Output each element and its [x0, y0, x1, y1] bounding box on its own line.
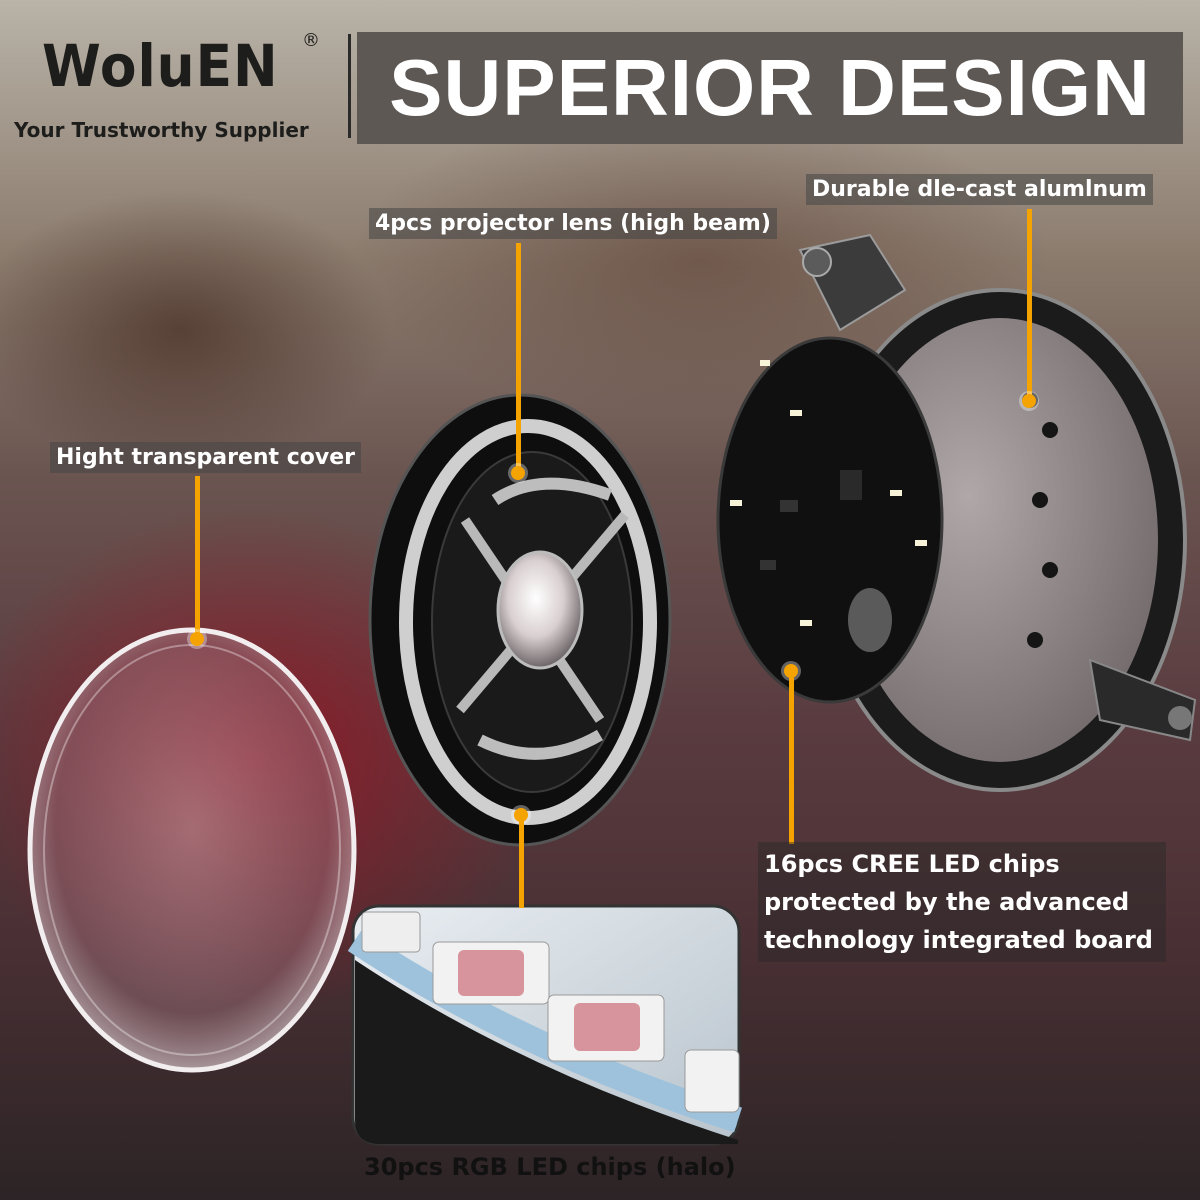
brand-name: WoluEN — [42, 32, 279, 100]
callout-rgb-label: 30pcs RGB LED chips (halo) — [364, 1153, 736, 1181]
callout-projector-label: 4pcs projector lens (high beam) — [369, 208, 777, 239]
callout-projector-line — [516, 243, 521, 469]
headlight-front-lens — [368, 393, 672, 847]
rgb-led-inset — [347, 904, 742, 1146]
callout-housing-dot — [1022, 394, 1036, 408]
callout-housing-label: Durable dle-cast alumlnum — [806, 174, 1153, 205]
callout-rgb-line — [519, 820, 524, 908]
callout-cree-dot — [784, 664, 798, 678]
headline-text: SUPERIOR DESIGN — [389, 43, 1151, 132]
callout-cover-line — [195, 476, 200, 636]
callout-housing-line — [1027, 209, 1032, 397]
brand-logo: WoluEN ® Your Trustworthy Supplier — [14, 26, 344, 146]
transparent-cover — [27, 627, 357, 1073]
headline-banner: SUPERIOR DESIGN — [357, 32, 1183, 144]
callout-cover-dot — [190, 632, 204, 646]
callout-rgb-dot — [514, 808, 528, 822]
callout-cree-label: 16pcs CREE LED chips protected by the ad… — [758, 842, 1166, 962]
logo-divider — [348, 34, 351, 138]
callout-cree-line — [789, 676, 794, 844]
callout-cover-label: Hight transparent cover — [50, 442, 361, 473]
callout-projector-dot — [511, 466, 525, 480]
registered-mark: ® — [302, 30, 320, 51]
brand-tagline: Your Trustworthy Supplier — [14, 118, 309, 142]
led-circuit-board — [716, 336, 944, 704]
